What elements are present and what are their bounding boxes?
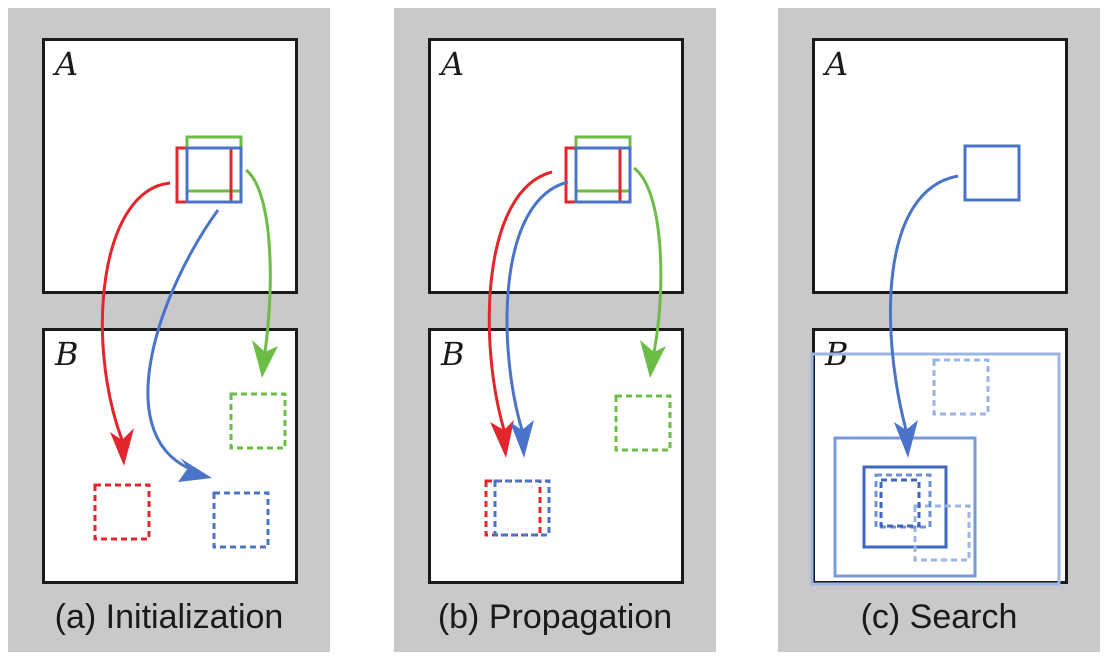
- caption-initialization: (a) Initialization: [54, 598, 284, 636]
- caption-search: (c) Search: [860, 598, 1018, 636]
- panel-initialization: A B (a) Initialization: [8, 8, 330, 652]
- image-b-label: B: [825, 335, 849, 373]
- image-b-box: B: [42, 328, 298, 584]
- image-a-box: A: [812, 38, 1068, 294]
- panel-propagation: A B (b) Propagation: [394, 8, 716, 652]
- caption-propagation: (b) Propagation: [437, 598, 673, 636]
- image-a-box: A: [428, 38, 684, 294]
- image-a-box: A: [42, 38, 298, 294]
- image-a-label: A: [825, 45, 849, 83]
- image-b-label: B: [55, 335, 79, 373]
- image-b-label: B: [441, 335, 465, 373]
- image-a-label: A: [441, 45, 465, 83]
- panel-search: A B (c) Search: [778, 8, 1100, 652]
- image-b-box: B: [812, 328, 1068, 584]
- image-b-box: B: [428, 328, 684, 584]
- image-a-label: A: [55, 45, 79, 83]
